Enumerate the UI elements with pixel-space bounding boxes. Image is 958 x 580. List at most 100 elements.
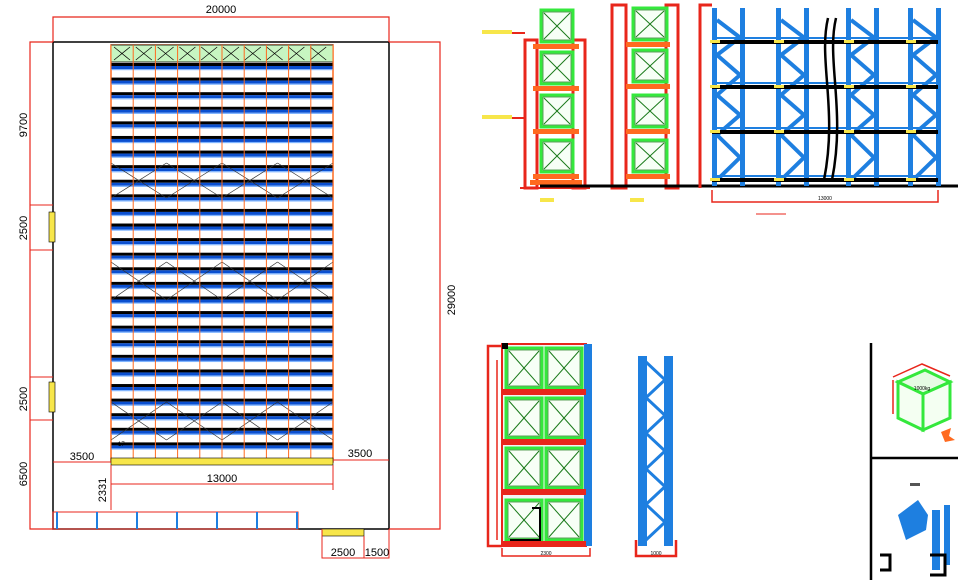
bay-bottom-dim <box>501 548 591 557</box>
break-line-1 <box>822 17 831 181</box>
iso-rack-blue <box>898 500 928 540</box>
iso-rack-post-2 <box>944 505 950 565</box>
rack-top-cross <box>179 46 196 61</box>
dim-left-bottom: 6500 <box>18 462 30 486</box>
frame-brace <box>644 485 667 506</box>
rack-brace <box>277 401 334 441</box>
elev-a-callout-2-label <box>482 115 512 119</box>
dock-area <box>52 511 299 530</box>
bay-pallet-cross <box>548 400 580 436</box>
dim-line-left <box>29 41 53 530</box>
bay-pallet-inner <box>547 449 581 487</box>
side-left-dim <box>698 3 712 188</box>
rack-brace <box>277 261 334 301</box>
elev-b-pallet-inner <box>634 96 666 126</box>
rack-block: 17 <box>110 44 334 466</box>
frame-brace <box>644 449 667 470</box>
bay-pallet-inner <box>547 349 581 387</box>
rack-bottom-strip <box>110 457 334 466</box>
rack-brace <box>110 162 167 199</box>
side-beam-connector <box>906 40 916 43</box>
pallet-dim-top <box>892 363 951 378</box>
side-beam <box>712 130 938 134</box>
pallet-load: 1000kg <box>914 386 931 392</box>
rack-label: 17 <box>118 442 125 448</box>
door-left-1 <box>48 211 56 243</box>
elev-a-callout-1-label <box>482 30 512 34</box>
bay-beam <box>502 439 586 445</box>
iso-base-marks <box>880 553 947 577</box>
rack-top-cross <box>222 46 240 61</box>
bay-beam <box>502 541 586 547</box>
bay-beam <box>502 389 586 395</box>
rack-top-cross <box>200 46 218 61</box>
dim-rack-width: 13000 <box>207 473 238 485</box>
side-beam-connector <box>774 85 784 88</box>
bay-width: 2300 <box>540 551 551 557</box>
elev-b-beam <box>626 174 670 179</box>
side-beam-connector <box>844 130 854 133</box>
frame-brace <box>644 432 667 453</box>
frame-braces <box>644 360 667 542</box>
elev-b-pallet-cross <box>635 97 665 125</box>
elev-b-beam <box>626 84 670 89</box>
side-upright <box>776 8 781 186</box>
plan-view: 20000 29000 9700 2500 2500 6500 17 3500 <box>18 4 458 559</box>
side-beam-connector <box>774 178 784 181</box>
side-brace <box>849 133 877 182</box>
rack-brace <box>221 261 278 301</box>
frame-brace <box>644 467 667 488</box>
bay-detail: 2300 <box>486 343 592 557</box>
bay-pallet-cross <box>548 502 580 538</box>
elevation-single-column <box>482 8 590 202</box>
elev-b-pallets <box>626 6 670 179</box>
dim-overall-width: 20000 <box>206 4 237 16</box>
side-brace <box>715 133 743 182</box>
bay-pallet-inner <box>547 399 581 437</box>
pallet-box-right <box>921 379 952 433</box>
elev-a-pallets <box>530 8 582 185</box>
dim-line-right <box>389 41 441 530</box>
bay-forklift-mark <box>510 507 541 541</box>
elev-a-pallet-cross <box>543 54 571 82</box>
bay-pallets <box>502 346 586 547</box>
door-bottom <box>321 528 365 537</box>
dim-left-top: 9700 <box>18 113 30 137</box>
elev-b-beam <box>626 129 670 134</box>
elev-a-pallet-cross <box>543 142 571 170</box>
elev-a-right-upright <box>571 38 587 190</box>
rack-brace <box>166 261 223 301</box>
side-beam-top <box>712 82 938 84</box>
elev-b-pallet-cross <box>635 10 665 38</box>
elev-a-pallet-cross <box>543 12 571 40</box>
dim-bottom-right-offset: 3500 <box>348 448 372 460</box>
side-beam-connector <box>844 40 854 43</box>
dim-line-bottom-door <box>321 529 390 559</box>
side-beam-connector <box>844 178 854 181</box>
side-elevation: 13000 <box>698 3 941 215</box>
frame-bottom-dim <box>634 540 678 558</box>
frame-brace <box>644 503 667 524</box>
elev-a-foot-label <box>540 198 554 202</box>
elev-a-beam <box>533 174 579 179</box>
break-line-2 <box>830 17 839 181</box>
rack-top-cross <box>309 46 327 61</box>
bay-corner <box>502 343 508 349</box>
rack-top-cross <box>113 46 131 61</box>
bay-pallet-inner <box>547 501 581 539</box>
dim-left-door-2: 2500 <box>18 387 30 411</box>
side-upright <box>804 8 809 186</box>
rack-top-cross <box>135 46 153 61</box>
rack-top-cross <box>244 46 262 61</box>
bay-pallet-cross <box>548 450 580 486</box>
elev-b-pallet-cross <box>635 52 665 80</box>
dim-overall-length: 29000 <box>446 285 458 316</box>
bay-beam <box>502 489 586 495</box>
rack-top-cross <box>157 46 174 61</box>
side-brace <box>911 133 939 182</box>
side-beam-connector <box>774 40 784 43</box>
dim-bottom-left-offset: 3500 <box>70 451 94 463</box>
side-beam-connector <box>906 178 916 181</box>
dock-posts <box>56 512 298 529</box>
